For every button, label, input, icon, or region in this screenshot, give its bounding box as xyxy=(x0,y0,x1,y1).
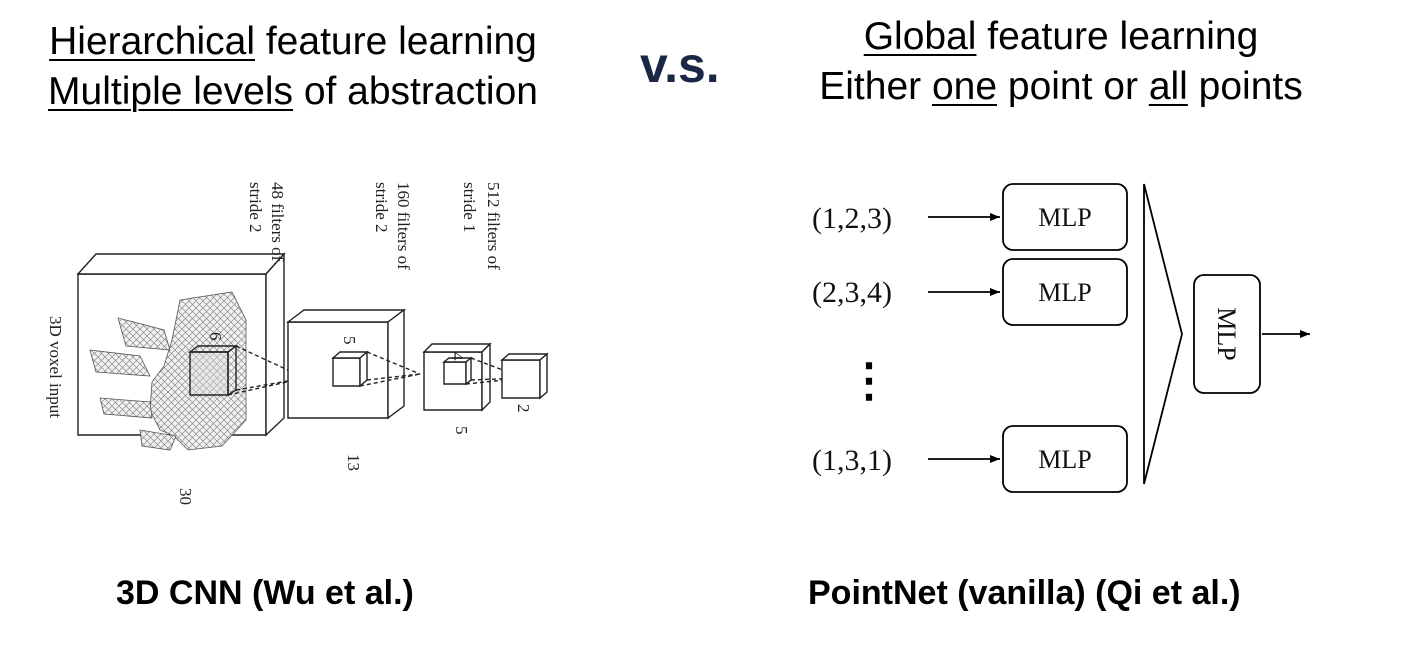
dim-2: 2 xyxy=(514,404,533,413)
point-2-label: (2,3,4) xyxy=(812,276,892,309)
right-heading-line2-post: points xyxy=(1187,65,1303,108)
left-heading: Hierarchical feature learning Multiple l… xyxy=(0,17,586,117)
dim-5a: 5 xyxy=(340,336,359,345)
one-underlined: one xyxy=(931,65,998,108)
dim-6: 6 xyxy=(206,332,225,341)
left-heading-line1: Hierarchical feature learning xyxy=(0,17,586,67)
conv2-volume xyxy=(422,342,525,412)
mlp-label-3: MLP xyxy=(1038,445,1091,474)
layer2-label-a: 160 filters of xyxy=(394,182,413,270)
right-heading-line1: Global feature learning xyxy=(766,12,1356,62)
cnn-diagram xyxy=(76,252,549,451)
pointnet-diagram: (1,2,3) (2,3,4) (1,3,1) ⋮ MLP MLP MLP ML… xyxy=(812,183,1310,493)
ellipsis: ⋮ xyxy=(846,355,892,406)
global-mlp-box xyxy=(1193,274,1261,394)
right-heading-line2-pre: Either xyxy=(819,65,932,108)
dim-5b: 5 xyxy=(452,426,471,435)
voxel-shape xyxy=(89,291,247,451)
point-3-label: (1,3,1) xyxy=(812,444,892,477)
global-mlp-label: MLP xyxy=(1212,307,1241,360)
right-heading: Global feature learning Either one point… xyxy=(766,12,1356,112)
mlp-box-3 xyxy=(1002,425,1128,493)
input-label: 3D voxel input xyxy=(46,316,65,418)
layer1-label-b: stride 2 xyxy=(246,182,265,233)
right-caption: PointNet (vanilla) (Qi et al.) xyxy=(808,574,1241,612)
all-underlined: all xyxy=(1148,65,1188,108)
mlp-label-1: MLP xyxy=(1038,203,1091,232)
dim-30: 30 xyxy=(176,488,195,505)
mlp-box-1 xyxy=(1002,183,1128,251)
mlp-box-2 xyxy=(1002,258,1128,326)
conv3-volume xyxy=(500,352,549,400)
vs-label: v.s. xyxy=(640,37,720,93)
right-heading-line2: Either one point or all points xyxy=(766,62,1356,112)
multiple-levels-underlined: Multiple levels xyxy=(48,70,293,113)
point-1-label: (1,2,3) xyxy=(812,202,892,235)
left-caption: 3D CNN (Wu et al.) xyxy=(116,574,414,612)
max-pool-funnel xyxy=(1143,183,1183,485)
layer1-label-a: 48 filters of xyxy=(268,182,287,262)
right-heading-line1-rest: feature learning xyxy=(976,15,1259,58)
hierarchical-underlined: Hierarchical xyxy=(49,20,256,63)
layer2-label-b: stride 2 xyxy=(372,182,391,233)
left-heading-line1-rest: feature learning xyxy=(255,20,537,63)
dim-13: 13 xyxy=(344,454,363,471)
layer3-label-a: 512 filters of xyxy=(484,182,503,270)
dim-4: 4 xyxy=(448,352,467,361)
right-heading-line2-mid: point or xyxy=(997,65,1149,108)
layer3-label-b: stride 1 xyxy=(460,182,479,233)
global-underlined: Global xyxy=(863,15,977,58)
left-heading-line2: Multiple levels of abstraction xyxy=(0,67,586,117)
conv1-volume xyxy=(285,308,421,420)
left-heading-line2-rest: of abstraction xyxy=(292,70,538,113)
cnn-labels: 3D voxel input 48 filters of stride 2 16… xyxy=(46,182,533,505)
mlp-label-2: MLP xyxy=(1038,278,1091,307)
